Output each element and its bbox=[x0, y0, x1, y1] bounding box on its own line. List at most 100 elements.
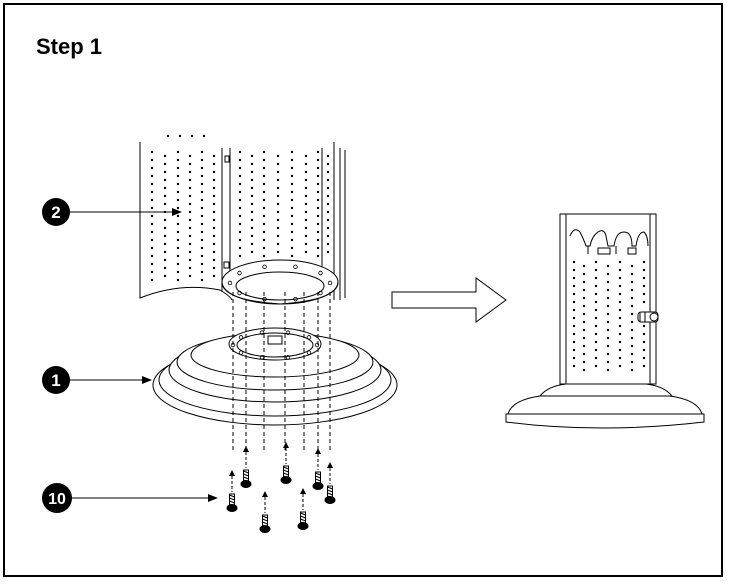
perforation-dot bbox=[212, 258, 216, 262]
perforation-dot bbox=[176, 238, 180, 242]
perforation-dot bbox=[582, 344, 586, 348]
perforation-dot bbox=[262, 190, 266, 194]
perforation-dot bbox=[262, 182, 266, 186]
perforation-dot bbox=[200, 246, 204, 250]
callout-2: 2 bbox=[42, 198, 182, 226]
perforation-dot bbox=[326, 162, 330, 166]
perforation-dot bbox=[212, 266, 216, 270]
ring-hole bbox=[262, 264, 267, 270]
perforation-dot bbox=[290, 174, 294, 178]
perforation-dot bbox=[594, 292, 598, 296]
perforation-dot bbox=[582, 304, 586, 308]
perforation-dot bbox=[276, 178, 280, 182]
perforation-dot bbox=[250, 186, 254, 190]
perforation-dot bbox=[582, 296, 586, 300]
perforation-dot bbox=[176, 182, 180, 186]
perforation-dot bbox=[163, 242, 167, 246]
perforation-dot bbox=[594, 316, 598, 320]
callout-10-badge bbox=[42, 483, 72, 513]
perforation-dot bbox=[642, 356, 646, 360]
perforation-dot bbox=[290, 182, 294, 186]
perforation-dot bbox=[276, 242, 280, 246]
perforation-dot bbox=[176, 198, 180, 202]
perforation-dot bbox=[304, 162, 308, 166]
perforation-dot bbox=[163, 170, 167, 174]
perforation-dot bbox=[238, 246, 242, 250]
screw bbox=[312, 471, 324, 490]
screw bbox=[226, 493, 238, 512]
perforation-dot bbox=[163, 258, 167, 262]
perforation-dot bbox=[316, 158, 320, 162]
perforation-dot bbox=[276, 210, 280, 214]
perforation-dot bbox=[630, 304, 634, 308]
base-hole bbox=[238, 335, 244, 340]
perforation-dot bbox=[326, 234, 330, 238]
perforation-dot bbox=[618, 292, 622, 296]
perforation-dot bbox=[630, 264, 634, 268]
perforation-dot bbox=[594, 260, 598, 264]
perforation-dot bbox=[606, 328, 610, 332]
perforation-dot bbox=[316, 214, 320, 218]
perforation-dot bbox=[316, 230, 320, 234]
perforation-dot bbox=[594, 276, 598, 280]
perforation-dot bbox=[582, 328, 586, 332]
perforation-dot bbox=[200, 166, 204, 170]
perforation-dot bbox=[642, 348, 646, 352]
perforation-dot bbox=[290, 190, 294, 194]
perforation-dot bbox=[290, 198, 294, 202]
perforation-dot bbox=[250, 202, 254, 206]
ring-hole bbox=[293, 296, 298, 302]
perforation-dot bbox=[150, 270, 154, 274]
perforation-dot bbox=[250, 210, 254, 214]
perforation-dot bbox=[304, 154, 308, 158]
perforation-dot bbox=[594, 332, 598, 336]
up-arrowhead bbox=[300, 488, 306, 494]
perforation-dot bbox=[212, 194, 216, 198]
perforation-dot bbox=[642, 284, 646, 288]
perforation-dot bbox=[212, 234, 216, 238]
perforation-dot bbox=[188, 274, 192, 278]
perforation-dot bbox=[582, 264, 586, 268]
perforation-dot bbox=[238, 254, 242, 258]
perforation-dot bbox=[276, 154, 280, 158]
perforation-dot bbox=[188, 170, 192, 174]
perforation-dot bbox=[582, 272, 586, 276]
base-part bbox=[152, 327, 398, 426]
perforation-dot bbox=[150, 214, 154, 218]
perforation-dot bbox=[188, 234, 192, 238]
perforation-dot bbox=[176, 150, 180, 154]
perforation-dot bbox=[304, 210, 308, 214]
perforation-dot bbox=[212, 186, 216, 190]
screw bbox=[240, 469, 252, 488]
perforation-dot bbox=[188, 202, 192, 206]
perforation-dot bbox=[304, 218, 308, 222]
perforation-dot bbox=[316, 166, 320, 170]
perforation-dot bbox=[200, 158, 204, 162]
perforation-dot bbox=[304, 234, 308, 238]
perforation-dot bbox=[163, 186, 167, 190]
perforation-dot bbox=[163, 274, 167, 278]
up-arrowhead bbox=[229, 470, 235, 476]
callout-2-number: 2 bbox=[51, 203, 60, 222]
perforation-dot bbox=[618, 308, 622, 312]
perforation-dot bbox=[290, 222, 294, 226]
ring-hole bbox=[293, 264, 298, 270]
perforation-dot bbox=[150, 254, 154, 258]
perforation-dot bbox=[150, 230, 154, 234]
perforation-dot bbox=[316, 246, 320, 250]
perforation-dot bbox=[326, 250, 330, 254]
up-arrowhead bbox=[262, 491, 268, 497]
perforation-dot bbox=[238, 222, 242, 226]
perforation-dot bbox=[188, 250, 192, 254]
perforation-dot bbox=[582, 280, 586, 284]
result-arrow bbox=[391, 277, 507, 323]
perforation-dot bbox=[290, 246, 294, 250]
perforation-dot bbox=[606, 312, 610, 316]
perforation-dot bbox=[176, 270, 180, 274]
perforation-dot bbox=[250, 170, 254, 174]
step-title: Step 1 bbox=[36, 34, 103, 59]
perforation-dot bbox=[630, 336, 634, 340]
perforation-dot bbox=[276, 250, 280, 254]
perforation-dot bbox=[200, 230, 204, 234]
perforation-dot bbox=[163, 226, 167, 230]
